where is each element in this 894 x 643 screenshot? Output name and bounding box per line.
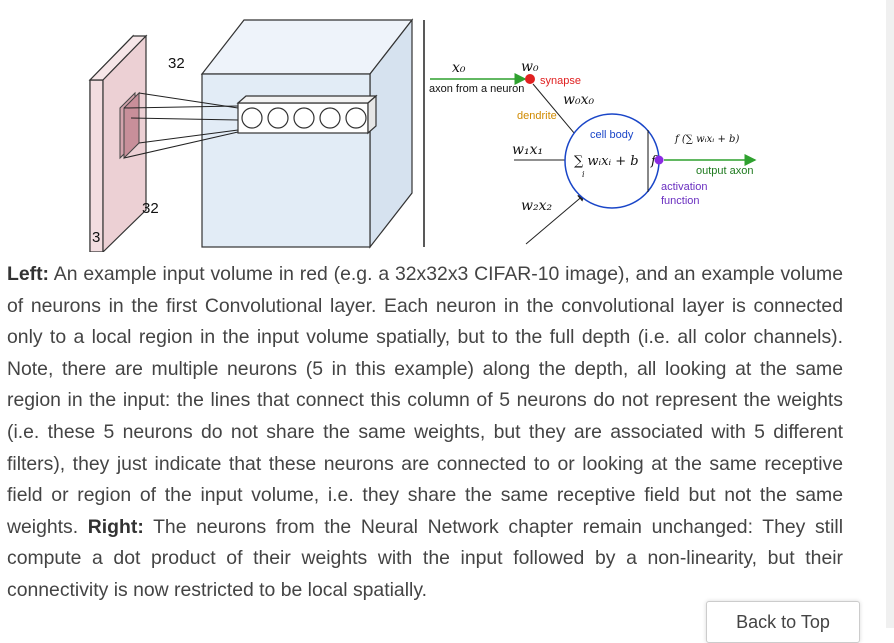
caption-paragraph: Left: An example input volume in red (e.… xyxy=(7,259,843,607)
receptive-field xyxy=(119,91,140,160)
synapse-dot xyxy=(525,74,535,84)
axon-from-neuron-label: axon from a neuron xyxy=(429,83,524,95)
sum-index: i xyxy=(582,170,585,179)
activation-function-label-1: activation xyxy=(661,181,707,193)
activation-function-label-2: function xyxy=(661,195,700,207)
figure: 32 32 3 x₀ w₀ synapse axon from a neuron… xyxy=(88,18,757,252)
connection-lines xyxy=(123,92,239,159)
synapse-label: synapse xyxy=(540,75,581,87)
neuron-2 xyxy=(267,107,289,129)
sum-expression: ∑ wᵢxᵢ + b xyxy=(574,154,639,169)
neuron-column xyxy=(236,94,378,135)
f-symbol: f xyxy=(650,154,658,169)
input-volume xyxy=(88,34,148,252)
caption-right-label: Right: xyxy=(87,515,144,538)
scrollbar[interactable] xyxy=(886,0,894,628)
output-axon-label: output axon xyxy=(696,165,754,177)
caption-left-label: Left: xyxy=(7,263,50,285)
caption-left-text: An example input volume in red (e.g. a 3… xyxy=(7,263,843,538)
neuron-4 xyxy=(319,107,341,129)
back-to-top-button[interactable]: Back to Top xyxy=(706,601,860,643)
neuron-1 xyxy=(241,107,263,129)
neuron-3 xyxy=(293,107,315,129)
input-depth-label: 3 xyxy=(92,229,100,246)
w1x1-label: w₁x₁ xyxy=(512,142,543,158)
dendrite-2 xyxy=(525,193,586,245)
neuron-5 xyxy=(345,107,367,129)
w0x0-label: w₀x₀ xyxy=(563,92,594,108)
caption-right-text: The neurons from the Neural Network chap… xyxy=(7,515,843,601)
activation-dot xyxy=(654,155,664,165)
w0-label: w₀ xyxy=(521,59,539,75)
figure-caption: Left: An example input volume in red (e.… xyxy=(7,259,843,607)
input-width-label: 32 xyxy=(168,55,185,72)
w2x2-label: w₂x₂ xyxy=(521,198,552,214)
input-height-label: 32 xyxy=(142,200,159,217)
x0-label: x₀ xyxy=(452,60,466,76)
cell-body-label: cell body xyxy=(590,129,634,141)
dendrite-label: dendrite xyxy=(517,110,557,122)
activation-expression: f (∑ wᵢxᵢ + b) xyxy=(674,134,739,145)
